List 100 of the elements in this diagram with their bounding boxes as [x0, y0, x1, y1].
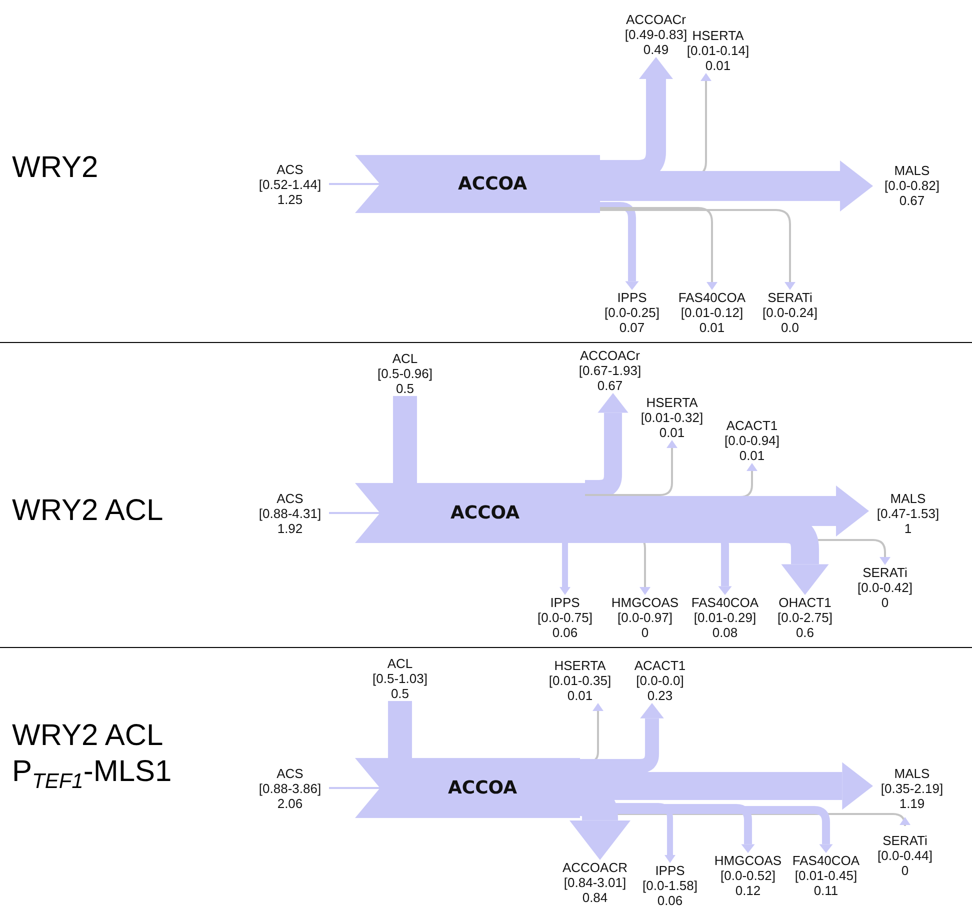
reaction-name: MALS: [893, 766, 931, 781]
flux-value: 0.11: [812, 883, 840, 898]
reaction-name: ACCOACR: [561, 860, 628, 875]
flux-value: 0.23: [646, 688, 674, 703]
flux-arrow: [560, 543, 570, 595]
reaction-name: FAS40COA: [690, 595, 760, 610]
flux-ribbon: [329, 512, 380, 514]
flux-range: [0.0-0.24]: [762, 305, 818, 320]
flux-value: 0.01: [738, 448, 766, 463]
flux-range: [0.0-0.0]: [635, 673, 685, 688]
reaction-name: FAS40COA: [791, 853, 861, 868]
flux-range: [0.0-0.44]: [876, 848, 934, 863]
flux-range: [0.0-0.97]: [616, 610, 674, 625]
reaction-name: SERATi: [862, 565, 908, 580]
flux-range: [0.0-0.25]: [604, 305, 660, 320]
flux-value: 0: [900, 863, 910, 878]
flux-range: [0.35-2.19]: [880, 781, 944, 796]
metabolite-name: ACCOA: [456, 174, 528, 194]
strain-label: WRY2 ACL: [12, 493, 164, 529]
flux-range: [0.01-0.35]: [548, 673, 612, 688]
flux-value: 0.67: [898, 193, 926, 208]
flux-arrow: [600, 207, 718, 290]
flux-range: [0.0-0.94]: [724, 433, 780, 448]
flux-arrow: [580, 703, 664, 773]
flux-value: 0.12: [734, 883, 762, 898]
reaction-name: HMGCOAS: [713, 853, 783, 868]
flux-range: [0.52-1.44]: [258, 177, 322, 192]
reaction-name: ACACT1: [633, 658, 687, 673]
flux-range: [0.47-1.53]: [876, 506, 940, 521]
flux-value: 0.06: [551, 625, 579, 640]
flux-range: [0.84-3.01]: [562, 875, 628, 890]
flux-arrow: [600, 209, 796, 290]
flux-value: 1: [903, 521, 913, 536]
flux-ribbon: [329, 787, 380, 789]
flux-range: [0.0-0.52]: [720, 868, 776, 883]
flux-value: 0.07: [618, 320, 646, 335]
reaction-name: ACACT1: [725, 418, 779, 433]
reaction-name: ACL: [391, 351, 419, 366]
flux-range: [0.49-0.83]: [624, 27, 688, 42]
flux-ribbon: [329, 183, 380, 185]
flux-value: 0.01: [566, 688, 594, 703]
reaction-name: MALS: [893, 163, 931, 178]
reaction-name: FAS40COA: [677, 290, 747, 305]
flux-arrow: [600, 202, 639, 290]
reaction-name: ACCOACr: [625, 12, 687, 27]
flux-value: 2.06: [276, 796, 304, 811]
flux-ribbon: [393, 396, 417, 483]
reaction-name: OHACT1: [778, 595, 832, 610]
metabolite-name: ACCOA: [446, 778, 518, 798]
reaction-name: SERATi: [882, 833, 928, 848]
reaction-name: HMGCOAS: [610, 595, 680, 610]
flux-range: [0.01-0.14]: [686, 43, 750, 58]
flux-value: 1.25: [276, 192, 304, 207]
flux-value: 0: [880, 595, 890, 610]
reaction-name: HSERTA: [553, 658, 607, 673]
flux-value: 0.84: [581, 890, 609, 905]
flux-value: 0.0: [780, 320, 800, 335]
flux-value: 0.5: [394, 381, 416, 396]
flux-value: 0.06: [656, 893, 684, 908]
flux-range: [0.01-0.32]: [640, 410, 704, 425]
flux-value: 1.19: [898, 796, 926, 811]
reaction-name: ACS: [276, 491, 304, 506]
flux-range: [0.88-3.86]: [258, 781, 322, 796]
flux-value: 0.01: [658, 425, 686, 440]
flux-arrow: [585, 440, 678, 496]
flux-range: [0.0-2.75]: [776, 610, 834, 625]
flux-range: [0.67-1.93]: [578, 363, 642, 378]
flux-range: [0.0-1.58]: [642, 878, 698, 893]
reaction-name: ACCOACr: [579, 348, 641, 363]
reaction-name: ACS: [276, 766, 304, 781]
reaction-name: MALS: [889, 491, 927, 506]
reaction-name: ACS: [276, 162, 304, 177]
flux-value: 1.92: [276, 521, 304, 536]
flux-value: 0.67: [596, 378, 624, 393]
flux-arrow: [585, 486, 869, 536]
flux-range: [0.5-1.03]: [372, 671, 428, 686]
strain-label: WRY2: [12, 150, 100, 186]
flux-arrow: [580, 762, 873, 810]
flux-value: 0.01: [698, 320, 726, 335]
flux-value: 0.08: [711, 625, 739, 640]
flux-range: [0.01-0.45]: [794, 868, 858, 883]
flux-range: [0.01-0.12]: [680, 305, 744, 320]
strain-label: WRY2 ACL P$_{TEF1}$-MLS1: [12, 718, 173, 795]
flux-range: [0.01-0.29]: [692, 610, 758, 625]
flux-range: [0.88-4.31]: [258, 506, 322, 521]
flux-value: 0.6: [794, 625, 816, 640]
flux-range: [0.0-0.42]: [856, 580, 914, 595]
flux-value: 0.01: [704, 58, 732, 73]
flux-value: 0.5: [390, 686, 410, 701]
flux-range: [0.5-0.96]: [376, 366, 434, 381]
reaction-name: IPPS: [549, 595, 581, 610]
metabolite-name: ACCOA: [449, 502, 521, 524]
reaction-name: ACL: [386, 656, 414, 671]
flux-ribbon: [388, 701, 412, 758]
reaction-name: IPPS: [654, 863, 686, 878]
flux-range: [0.0-0.75]: [536, 610, 594, 625]
reaction-name: IPPS: [616, 290, 648, 305]
flux-range: [0.0-0.82]: [884, 178, 940, 193]
flux-arrow: [600, 160, 873, 212]
reaction-name: HSERTA: [645, 395, 699, 410]
